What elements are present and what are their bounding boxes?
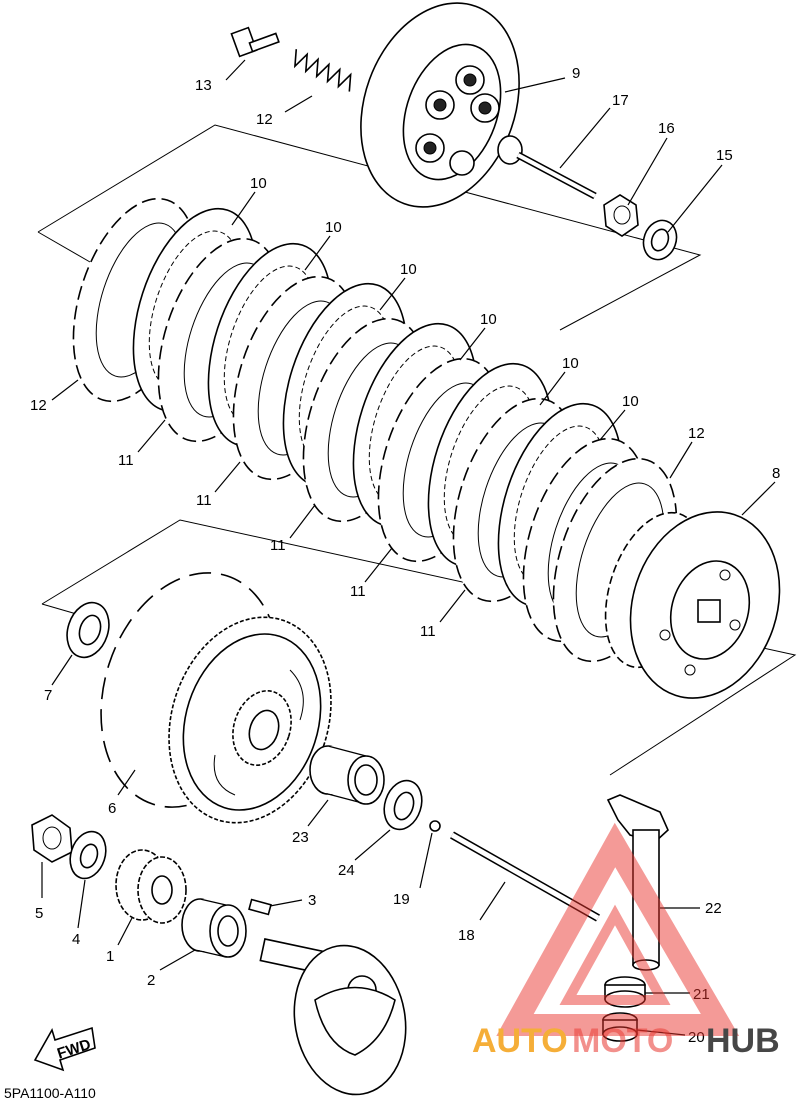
callout-11-b: 11 [196,492,212,509]
callout-13: 12 [256,111,273,128]
part-5-nut [31,814,73,863]
part-8-clutch-boss [604,511,781,699]
callout-10-f: 10 [622,393,639,410]
callout-10-e: 10 [562,355,579,372]
part-13-spring [293,49,352,92]
callout-6: 6 [108,800,116,817]
part-21-oil-seal [604,976,646,1008]
callout-23: 23 [292,829,309,846]
watermark-text-hub: HUB [706,1022,780,1060]
part-17-push-rod [497,135,597,200]
callout-5: 5 [35,905,43,922]
callout-12-b: 12 [30,397,47,414]
callout-11-e: 11 [420,623,436,640]
callout-10-a: 10 [250,175,267,192]
part-6-clutch-housing [100,572,332,824]
watermark-text-auto: AUTO [472,1022,568,1060]
callout-19: 19 [393,891,410,908]
callout-17: 17 [612,92,629,109]
part-3-key [248,898,272,916]
callout-21: 21 [693,986,710,1003]
diagram-code: 5PA1100-A110 [4,1085,96,1101]
callout-7: 7 [44,687,52,704]
part-19-ball [429,820,441,832]
callout-24: 24 [338,862,355,879]
part-2-collar [181,898,247,958]
part-20-bearing [602,1012,638,1042]
leader-lines [41,59,776,1036]
callout-18: 18 [458,927,475,944]
part-7-thrust-washer [66,601,110,659]
part-14-bolt [230,26,280,58]
watermark-triangle-outer [496,822,740,1036]
callout-11-a: 11 [118,452,134,469]
part-24-washer [383,779,423,831]
callout-12-a: 12 [688,425,705,442]
watermark-triangle-inner [559,904,671,1005]
part-1-primary-drive-gear [115,849,187,924]
friction-and-clutch-plates [72,197,678,663]
part-18-push-rod [450,831,600,922]
callout-15: 15 [716,147,733,164]
callout-10-d: 10 [480,311,497,328]
callout-10-b: 10 [325,219,342,236]
callout-20: 20 [688,1029,705,1046]
callout-labels: 13 12 9 17 16 15 10 10 10 10 10 10 12 8 … [30,65,780,1046]
callout-22: 22 [705,900,722,917]
part-16-nut [603,194,639,237]
fwd-arrow: FWD [33,1026,96,1072]
watermark-text-moto: MOTO [572,1022,673,1060]
part-23-collar [309,745,385,805]
callout-1: 1 [106,948,114,965]
callout-11-c: 11 [270,537,286,554]
crankshaft-end [259,938,407,1096]
callout-10-c: 10 [400,261,417,278]
callout-3: 3 [308,892,316,909]
callout-8: 8 [772,465,780,482]
part-22-push-lever-shaft [606,794,669,971]
callout-16: 16 [658,120,675,137]
callout-4: 4 [72,931,80,948]
callout-14: 13 [195,77,212,94]
part-15-washer [642,219,678,261]
part-9-pressure-plate [360,2,520,208]
callout-11-d: 11 [350,583,366,600]
part-4-washer [69,830,107,880]
callout-9: 9 [572,65,580,82]
callout-2: 2 [147,972,155,989]
automotohub-watermark: AUTO MOTO HUB [472,822,780,1060]
